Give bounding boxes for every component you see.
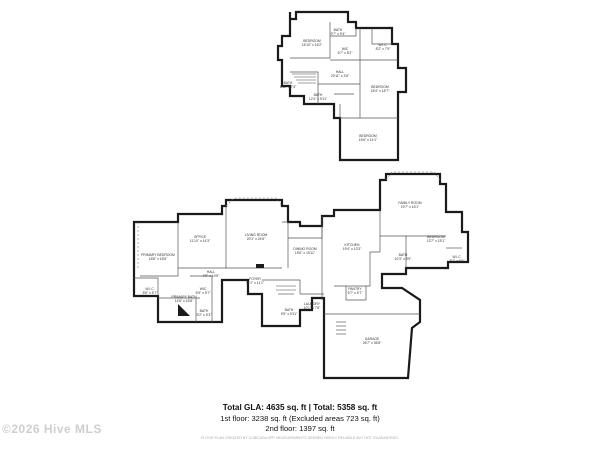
room-label: BEDROOM — [359, 134, 377, 138]
room-label: PRIMARY BEDROOM — [141, 253, 175, 257]
room-dims: 19'4" x 13'3" — [343, 247, 362, 251]
room-dims: 26'7" x 36'8" — [363, 341, 382, 345]
room-label: BATH — [334, 28, 343, 32]
tub-corner — [178, 304, 190, 316]
room-label: BATH — [200, 309, 209, 313]
main-stairs — [276, 285, 346, 335]
room-label: DINING ROOM — [293, 247, 317, 251]
room-label: W.I.C. — [145, 287, 154, 291]
room-dims: 5'1" x 6'6" — [450, 259, 466, 263]
room-dims: 5'9" x 5'7" — [196, 291, 212, 295]
room-label: BATH — [285, 308, 294, 312]
room-dims: 8'2" x 7'9" — [376, 47, 392, 51]
room-dims: 19'7" x 16'1" — [401, 205, 420, 209]
room-label: W.I.C. — [452, 255, 461, 259]
room-dims: 10'3" x 5'9" — [395, 257, 413, 261]
room-label: PANTRY — [348, 287, 362, 291]
room-label: LAUNDRY — [304, 302, 321, 306]
room-dims: 6'11" x 7'4" — [280, 85, 297, 89]
room-label: FOYER — [249, 277, 261, 281]
upper-stairs — [292, 73, 316, 84]
room-label: W.I.C. — [378, 43, 387, 47]
fireplace — [256, 264, 264, 268]
room-dims: 15'6" x 15'11" — [295, 251, 316, 255]
room-label: OFFICE — [194, 235, 207, 239]
disclaimer-text: FLOOR PLAN CREATED BY CUBICASA APP. MEAS… — [201, 436, 399, 440]
room-label: BEDROOM — [303, 39, 321, 43]
room-dims: 8'6" x 5'7" — [143, 291, 159, 295]
room-label: PRIMARY BATH — [171, 295, 197, 299]
room-dims: 6'7" x 8'2" — [338, 51, 354, 55]
second-floor-area-line: 2nd floor: 1397 sq. ft — [265, 424, 335, 433]
room-dims: 14'6" x 15'8" — [175, 299, 194, 303]
room-label: BATH — [314, 93, 323, 97]
watermark: ©2026 Hive MLS — [2, 422, 102, 436]
room-label: BEDROOM — [427, 235, 445, 239]
room-dims: 18'4" x 18'7" — [371, 89, 390, 93]
room-label: GARAGE — [365, 337, 380, 341]
room-label: WIC — [200, 287, 207, 291]
room-label: FAMILY ROOM — [398, 201, 421, 205]
room-dims: 5'2" x 5'3" — [197, 313, 213, 317]
room-label: BATH — [399, 253, 408, 257]
second-floor-plan: BEDROOM 15'10" x 16'2" BATH 9'7" x 9'4" … — [276, 10, 408, 162]
room-label: BATH — [284, 81, 293, 85]
room-label: WIC — [342, 47, 349, 51]
room-label: LIVING ROOM — [245, 233, 268, 237]
room-dims: 11'1" x 11'1" — [246, 281, 265, 285]
room-dims: 15'6" x 14'1" — [359, 138, 378, 142]
room-label: KITCHEN — [345, 243, 360, 247]
floor-plan-drawing: BEDROOM 15'10" x 16'2" BATH 9'7" x 9'4" … — [132, 10, 470, 380]
total-gla-line: Total GLA: 4635 sq. ft | Total: 5358 sq.… — [222, 403, 378, 412]
room-dims: 11'10" x 14'3" — [190, 239, 211, 243]
room-dims: 13'7" x 15'1" — [427, 239, 446, 243]
room-label: HALL — [336, 70, 345, 74]
room-dims: 20'11" x 3'6" — [331, 74, 350, 78]
room-dims: 10'1" x 7'8" — [304, 306, 322, 310]
first-floor-area-line: 1st floor: 3238 sq. ft (Excluded areas 7… — [220, 414, 380, 423]
room-dims: 15'10" x 16'2" — [302, 43, 323, 47]
room-label: HALL — [207, 270, 216, 274]
room-dims: 12'4" x 5'11" — [309, 97, 328, 101]
room-dims: 5'7" x 5'7" — [348, 291, 364, 295]
room-dims: 5'9" x 5'11" — [281, 312, 298, 316]
first-floor-plan: PRIMARY BEDROOM 18'8" x 18'6" OFFICE 11'… — [132, 171, 470, 380]
room-dims: 20'1" x 24'6" — [247, 237, 266, 241]
room-dims: 9'7" x 9'4" — [331, 32, 347, 36]
room-dims: 4'9" x 10'5" — [203, 274, 221, 278]
room-label: BEDROOM — [371, 85, 389, 89]
room-dims: 18'8" x 18'6" — [149, 257, 168, 261]
